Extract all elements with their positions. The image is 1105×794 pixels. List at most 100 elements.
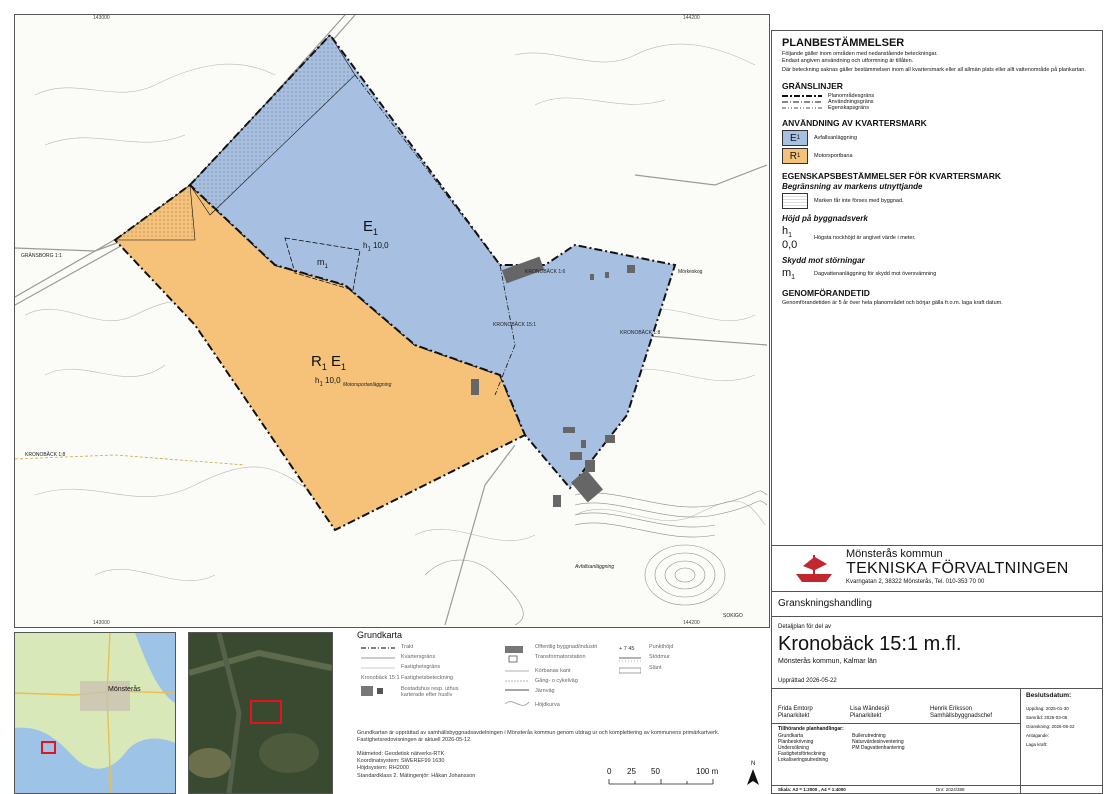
grundkarta-note: Grundkartan är upprättad av samhällsbygg… [357,730,720,743]
grundkarta-legend: Grundkarta Kronobäck 15:1 Trakt Kvarters… [357,630,759,790]
no-build-area-west [114,184,196,241]
coord-top-left: 143000 [93,15,110,21]
label-r1e1-height: h1 10,0 [315,376,341,388]
grundkarta-title: Grundkarta [357,630,403,640]
genomforande-heading: GENOMFÖRANDETID [782,288,870,299]
label-r1e1: R1 E1 [311,353,347,372]
gk-offentlig: Offentlig byggnad/industri [535,644,598,650]
granslinjer-heading: GRÄNSLINJER [782,81,843,91]
scale-bar [608,779,714,785]
grundkarta-hojd: Höjdsystem: RH2000 [357,765,409,771]
hojd-heading: Höjd på byggnadsverk [782,214,868,223]
label-kronobacka-18-left: KRONOBÄCK 1:8 [25,452,66,458]
legend-intro-2: Endast angiven användning och utformning… [782,58,914,64]
hojd-row: h1 0,0 Högsta nockhöjd är angivet värde … [782,225,916,252]
doc-title: Kronobäck 15:1 m.fl. [778,633,962,655]
coord-bottom-left: 143000 [93,620,110,626]
genomforande-text: Genomförandetiden är 5 år över hela plan… [782,300,1003,307]
begransning-row: Marken får inte förses med byggnad. [782,193,1092,209]
grundkarta-standard: Standardklass 2. Mätingenjör: Håkan Joha… [357,773,476,779]
location-inset-canvas [15,633,175,793]
doc-dnr: Dnr: 2024/388 [936,787,965,792]
label-sokigo: SOKIGO [723,613,743,619]
north-label: N [751,761,756,767]
map-canvas [15,15,768,626]
org-kommun: Mönsterås kommun [846,548,943,560]
grundkarta-matmetod: Mätmetod: Geodetisk nätverks-RTK [357,751,445,757]
gk-trakt: Trakt [401,644,414,650]
zone-e1[interactable] [188,33,677,490]
label-kronobacka-16: KRONOBÄCK 1:6 [525,269,566,275]
org-address: Kvarngatan 2, 38322 Mönsterås, Tel. 010-… [846,579,985,585]
document-block: Granskningshandling Detaljplan för del a… [771,591,1103,794]
org-forvaltning: TEKNISKA FÖRVALTNINGEN [846,560,1069,577]
skydd-heading: Skydd mot störningar [782,256,865,266]
egenskap-heading: EGENSKAPSBESTÄMMELSER FÖR KVARTERSMARK [782,171,1001,181]
zone-m1[interactable] [284,237,361,291]
doc-uppraettad: Upprättad 2026-05-22 [778,678,837,684]
gk-gangvag: Gång- o cykelväg [535,678,578,684]
gk-punkthojd: Punkthöjd [649,644,674,650]
gk-slant: Slänt [649,665,662,671]
label-avfall: Avfallsanläggning [575,564,615,570]
grundkarta-symbols-col2 [505,646,529,706]
legend-panel: PLANBESTÄMMELSER Följande gäller inom om… [771,30,1103,547]
doc-location: Mönsterås kommun, Kalmar län [778,658,877,665]
granslinje-egenskap: Egenskapsgräns [782,105,869,111]
gk-punkthojd-symbol: + 7 45 [619,646,635,652]
legend-intro-1: Följande gäller inom områden med nedanst… [782,51,938,57]
skydd-row: m1 Dagvattenanläggning för skydd mot öve… [782,267,937,282]
inset-town-label: Mönsterås [108,686,141,693]
gk-fastighetsbeteckning: Fastighetsbeteckning [401,675,453,681]
doc-plan-for: Detaljplan för del av [778,624,832,630]
gk-bostadshus: Bostadshus resp. uthus karterade efter h… [401,686,459,698]
scale-25: 25 [627,767,636,776]
scale-50: 50 [651,767,660,776]
satellite-inset-map [188,632,333,794]
dotted-swatch [782,193,808,209]
location-inset-map: Mönsterås [14,632,176,794]
grundkarta-koord: Koordinatsystem: SWEREF99 1630 [357,758,445,764]
handlingar-title: Tillhörande planhandlingar: [778,726,844,732]
coord-top-right: 144200 [683,15,700,21]
gk-kvartersgrans: Kvartersgräns [401,654,436,660]
grundkarta-fastighet-prefix: Kronobäck 15:1 [361,675,400,681]
satellite-inset-canvas [189,633,332,793]
granslinje-anvandning: Användningsgräns [782,99,874,105]
grundkarta-symbols-col1 [361,647,395,696]
label-motorsport: Motorsportanläggning [343,382,392,388]
gk-transformator: Transformatorstation [535,654,586,660]
label-gransborg: GRÄNSBORG 1:1 [21,253,62,259]
hojd-symbol: h1 0,0 [782,225,798,252]
coord-bottom-right: 144200 [683,620,700,626]
doc-skala: Skala: A2 = 1:2000 , A4 = 1:4000 [778,787,846,792]
label-kronobacka-18-right: KRONOBÄCK 1:8 [620,330,661,336]
gk-fastighetsgrans: Fastighetsgräns [401,664,441,670]
gk-jarnvag: Järnväg [535,688,555,694]
label-morkeskog: Mörkeskog [678,269,703,275]
gk-stodmur: Stödmur [649,654,670,660]
plan-map[interactable]: 143000 144200 143000 144200 E1 h1 10,0 R… [14,14,770,628]
legend-intro-3: Där beteckning saknas gäller bestämmelse… [782,67,1086,73]
scale-0: 0 [607,767,612,776]
granslinje-plan: Planområdesgräns [782,93,875,99]
skydd-symbol: m1 [782,267,796,282]
gk-hojdkurva: Höjdkurva [535,702,560,708]
begransning-heading: Begränsning av markens utnyttjande [782,182,923,191]
organization-block: Mönsterås kommun TEKNISKA FÖRVALTNINGEN … [771,545,1103,593]
label-m1: m1 [317,257,328,270]
municipality-logo [796,555,832,582]
beslut-title: Beslutsdatum: [1026,692,1072,699]
scale-100: 100 m [696,767,719,776]
label-kronobacka-151: KRONOBÄCK 15:1 [493,322,537,328]
